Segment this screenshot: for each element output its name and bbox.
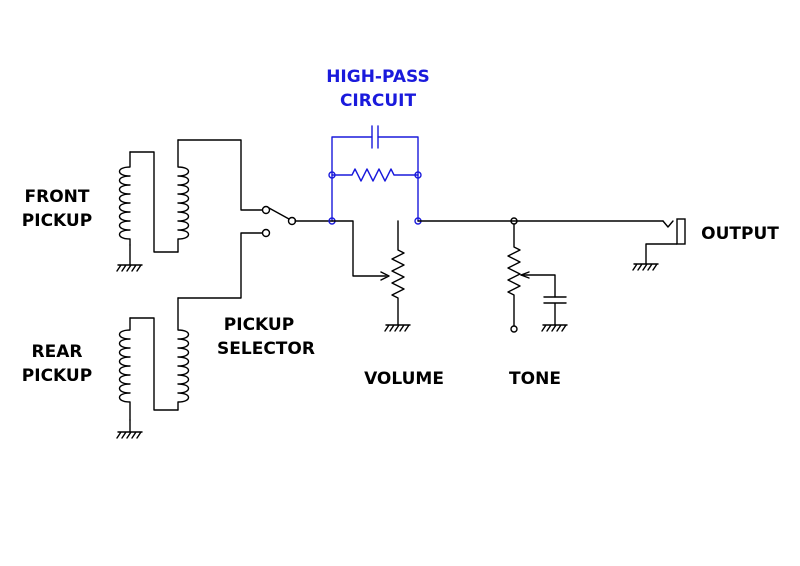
- output-jack-icon: [645, 218, 686, 265]
- rear-pickup-ground-icon: [116, 419, 143, 439]
- high-pass-capacitor-wire: [331, 136, 419, 222]
- output-jack-tip: [662, 220, 674, 228]
- pickup-selector-label-line2: SELECTOR: [217, 339, 315, 359]
- rear-pickup-coil-left: [118, 317, 131, 421]
- front-pickup-link-wire: [129, 151, 179, 253]
- high-pass-capacitor: [371, 125, 379, 149]
- rear-pickup-link-wire: [129, 317, 179, 411]
- tone-capacitor: [543, 296, 567, 326]
- tone-ground-icon: [541, 324, 568, 332]
- rear-pickup: [118, 232, 263, 421]
- rear-pickup-label-line1: REAR: [32, 342, 83, 362]
- pickup-selector-label-line1: PICKUP: [224, 315, 294, 335]
- volume-input-wire: [331, 220, 387, 277]
- tone-terminal-node: [510, 325, 518, 333]
- front-pickup-label-line1: FRONT: [25, 187, 90, 207]
- tone-wiper-wire: [520, 274, 556, 298]
- high-pass-node: [414, 171, 422, 179]
- rear-pickup-label-line2: PICKUP: [22, 366, 92, 386]
- output-ground-icon: [632, 263, 659, 271]
- output-label: OUTPUT: [701, 224, 779, 244]
- tone-label: TONE: [509, 369, 561, 389]
- pickup-selector-switch: [261, 205, 333, 238]
- volume-ground-icon: [384, 324, 411, 332]
- high-pass-circuit: [328, 125, 422, 225]
- selector-contact-front: [261, 205, 271, 215]
- front-pickup-coil-left: [118, 151, 131, 246]
- front-pickup-label-line2: PICKUP: [22, 211, 92, 231]
- volume-label: VOLUME: [364, 369, 444, 389]
- output-jack-ground-wire: [645, 243, 678, 265]
- high-pass-label-line1: HIGH-PASS: [326, 67, 430, 87]
- output-jack-sleeve: [676, 218, 686, 245]
- front-pickup-coil-right: [177, 139, 190, 253]
- high-pass-resistor: [331, 168, 419, 182]
- high-pass-node: [328, 171, 336, 179]
- front-pickup: [118, 139, 263, 253]
- rear-pickup-coil-right: [177, 297, 190, 411]
- tone-potentiometer: [507, 223, 556, 333]
- volume-wiper-arrow: [380, 271, 390, 281]
- selector-contact-rear: [261, 228, 271, 238]
- high-pass-label-line2: CIRCUIT: [340, 91, 416, 111]
- rear-pickup-output-wire: [177, 232, 263, 299]
- volume-resistor: [391, 220, 405, 326]
- selector-blade: [268, 207, 290, 220]
- tone-resistor: [507, 223, 521, 327]
- front-pickup-output-wire: [177, 139, 263, 211]
- volume-potentiometer: [331, 220, 405, 326]
- front-pickup-ground-icon: [116, 244, 143, 272]
